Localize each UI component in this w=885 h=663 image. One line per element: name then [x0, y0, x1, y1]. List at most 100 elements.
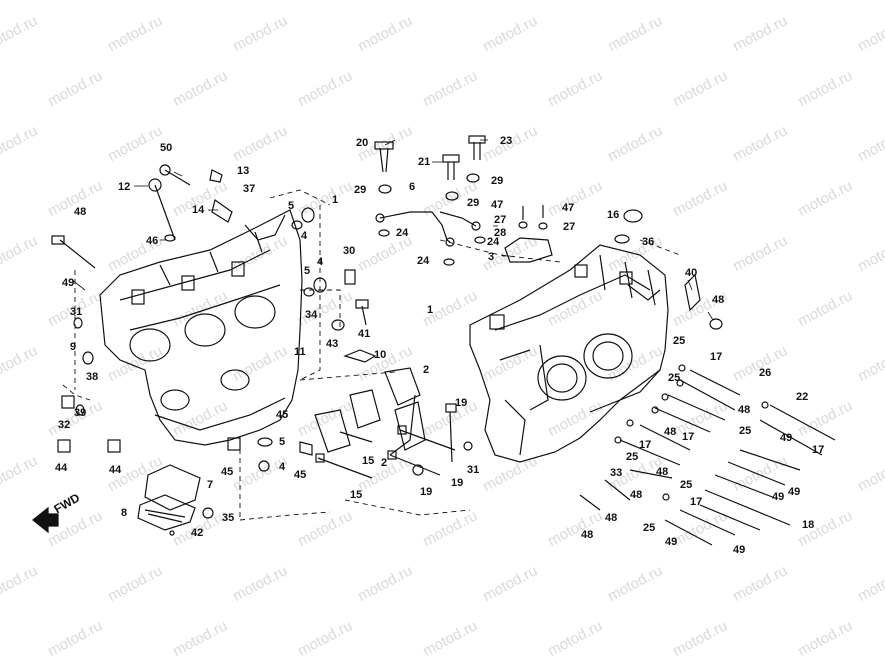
callout-c4a: 4	[301, 230, 308, 242]
callout-c50: 50	[160, 142, 173, 154]
callout-c49e: 49	[665, 536, 678, 548]
callout-c17d: 17	[690, 496, 703, 508]
callout-c2a: 2	[423, 364, 430, 376]
callout-c36: 36	[642, 236, 655, 248]
left-top-parts	[51, 164, 369, 331]
center-bolts	[314, 367, 473, 479]
callout-c49f: 49	[772, 491, 785, 503]
callout-c47b: 47	[562, 202, 575, 214]
callout-c10: 10	[374, 349, 387, 361]
callout-c6: 6	[409, 181, 416, 193]
callout-c4c: 4	[279, 461, 286, 473]
top-fasteners	[374, 135, 548, 266]
callout-c19b: 19	[420, 486, 433, 498]
callout-c13: 13	[237, 165, 250, 177]
callout-c44b: 44	[109, 464, 122, 476]
callout-c31a: 31	[70, 306, 83, 318]
callout-c31b: 31	[467, 464, 480, 476]
oil-pipe	[375, 211, 481, 247]
callout-c17c: 17	[639, 439, 652, 451]
callout-c9: 9	[70, 341, 77, 353]
callout-c1b: 1	[427, 304, 434, 316]
callout-c30: 30	[343, 245, 356, 257]
callout-c26: 26	[759, 367, 772, 379]
callout-c15b: 15	[350, 489, 363, 501]
callout-c39: 39	[74, 407, 87, 419]
callout-c29a: 29	[354, 184, 367, 196]
callout-c49b: 49	[780, 432, 793, 444]
callout-c3: 3	[488, 251, 495, 263]
callout-c21: 21	[418, 156, 431, 168]
callout-c25c: 25	[739, 425, 752, 437]
callout-c32: 32	[58, 419, 71, 431]
callout-c37: 37	[243, 183, 256, 195]
left-lower-parts	[57, 317, 377, 472]
callout-c15a: 15	[362, 455, 375, 467]
callout-c17e: 17	[812, 444, 825, 456]
callout-c4b: 4	[317, 256, 324, 268]
callout-c33: 33	[610, 467, 623, 479]
callout-c11: 11	[294, 346, 306, 358]
callout-c49a: 49	[62, 277, 75, 289]
callout-c17a: 17	[710, 351, 723, 363]
callout-c48g: 48	[581, 529, 594, 541]
fwd-arrow-icon	[32, 506, 59, 534]
callout-c49c: 49	[788, 486, 801, 498]
callout-c25e: 25	[643, 522, 656, 534]
callout-c19c: 19	[451, 477, 464, 489]
callout-c24c: 24	[417, 255, 430, 267]
callout-c44a: 44	[55, 462, 68, 474]
callout-c47a: 47	[491, 199, 504, 211]
callout-c45a: 45	[276, 409, 289, 421]
bracket-part	[504, 237, 553, 263]
callout-c48f: 48	[605, 512, 618, 524]
left-guide-lines	[62, 189, 396, 521]
callout-c43: 43	[326, 338, 339, 350]
callout-c2b: 2	[381, 457, 388, 469]
callout-c18: 18	[802, 519, 815, 531]
callout-c34: 34	[305, 309, 318, 321]
callout-c24a: 24	[396, 227, 409, 239]
callout-c29b: 29	[491, 175, 504, 187]
callout-c48e: 48	[630, 489, 643, 501]
callout-c25f: 25	[680, 479, 693, 491]
callout-c46: 46	[146, 235, 159, 247]
callout-c7: 7	[207, 479, 214, 491]
callout-c22: 22	[796, 391, 809, 403]
callout-c48a: 48	[74, 206, 87, 218]
callout-c5b: 5	[304, 265, 311, 277]
callout-c16: 16	[607, 209, 620, 221]
callout-c49d: 49	[733, 544, 746, 556]
right-crankcase-half	[469, 244, 669, 463]
callout-c48c: 48	[738, 404, 751, 416]
callout-c24b: 24	[487, 236, 500, 248]
callout-c25d: 25	[626, 451, 639, 463]
callout-c17b: 17	[682, 431, 695, 443]
callout-c48b: 48	[712, 294, 725, 306]
callout-c41: 41	[358, 328, 371, 340]
callout-c5a: 5	[288, 200, 295, 212]
callout-c8: 8	[121, 507, 128, 519]
callout-c5c: 5	[279, 436, 286, 448]
callout-c35: 35	[222, 512, 235, 524]
callout-c40: 40	[685, 267, 698, 279]
callout-c14: 14	[192, 204, 205, 216]
callout-c48h: 48	[656, 466, 669, 478]
callout-c23: 23	[500, 135, 513, 147]
callout-c27b: 27	[563, 221, 576, 233]
callout-c45b: 45	[294, 469, 307, 481]
callout-c29c: 29	[467, 197, 480, 209]
callout-c45c: 45	[221, 466, 234, 478]
callout-c20: 20	[356, 137, 369, 149]
callout-c25a: 25	[673, 335, 686, 347]
right-guide-lines	[344, 239, 681, 516]
callout-c19a: 19	[455, 397, 468, 409]
callout-c12: 12	[118, 181, 131, 193]
leader-lines	[71, 139, 714, 321]
right-bolts	[579, 209, 836, 546]
callout-c38: 38	[86, 371, 99, 383]
callout-c25b: 25	[668, 372, 681, 384]
callout-c42: 42	[191, 527, 204, 539]
